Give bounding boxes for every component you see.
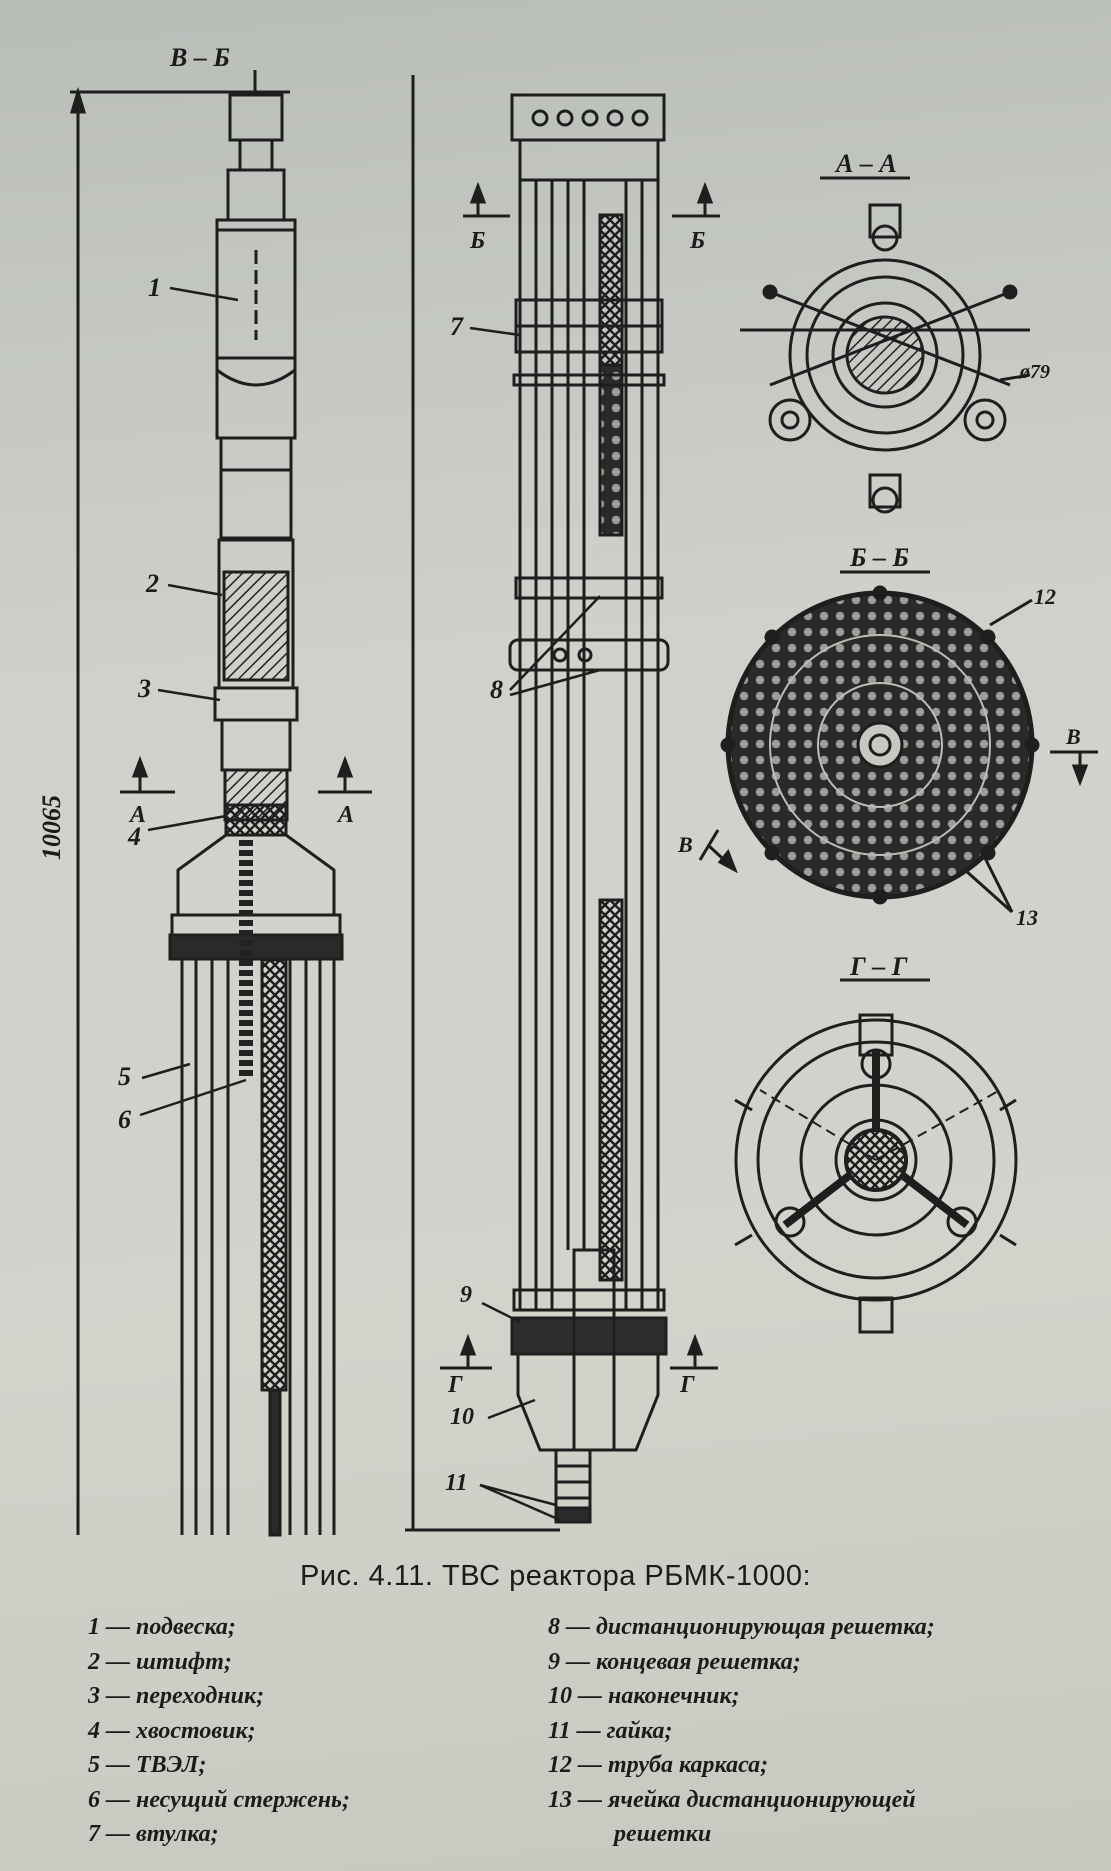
legend-right: 8 — дистанционирующая решетка; 9 — конце…: [548, 1610, 1028, 1852]
callout-8: 8: [490, 675, 503, 704]
callout-3: 3: [137, 674, 151, 703]
callout-6: 6: [118, 1105, 131, 1134]
section-label-b-right: Б: [689, 228, 705, 254]
callout-7: 7: [450, 312, 464, 341]
section-b-b-drawing: [698, 570, 1098, 914]
section-label-a-right: А: [336, 802, 354, 828]
legend-item-13: 13 — ячейка дистанционирующей: [548, 1786, 916, 1813]
legend-item-10: 10 — наконечник;: [548, 1683, 740, 1709]
legend-item-6: 6 — несущий стержень;: [88, 1786, 351, 1813]
callout-13: 13: [1016, 905, 1038, 930]
legend-item-5: 5 — ТВЭЛ;: [88, 1752, 207, 1778]
callout-10: 10: [450, 1404, 474, 1430]
section-title-b-b: Б – Б: [849, 543, 909, 572]
section-label-v-b: В – Б: [169, 43, 230, 72]
legend-item-11: 11 — гайка;: [548, 1717, 673, 1744]
figure-caption: Рис. 4.11. ТВС реактора РБМК-1000:: [299, 1560, 812, 1592]
section-markers-b-g: [440, 181, 720, 1370]
callout-11: 11: [445, 1470, 468, 1496]
upper-section-view: [69, 70, 344, 1537]
legend-item-4: 4 — хвостовик;: [88, 1717, 256, 1744]
callout-2: 2: [145, 569, 159, 598]
legend-item-7: 7 — втулка;: [88, 1821, 219, 1847]
section-label-g-left: Г: [447, 1372, 463, 1398]
section-g-g-drawing: [734, 978, 1018, 1334]
callout-12: 12: [1034, 584, 1056, 609]
section-title-g-g: Г – Г: [849, 952, 908, 981]
callout-4: 4: [127, 822, 141, 851]
section-title-a-a: А – А: [834, 149, 897, 178]
legend-left: 1 — подвеска; 2 — штифт; 3 — переходник;…: [88, 1610, 508, 1852]
callout-1: 1: [148, 273, 161, 302]
legend-item-3: 3 — переходник;: [88, 1683, 265, 1709]
legend-item-13-continued: решетки: [614, 1821, 712, 1847]
callout-5: 5: [118, 1062, 131, 1091]
section-label-v-left: В: [677, 832, 693, 857]
legend-item-8: 8 — дистанционирующая решетка;: [548, 1614, 935, 1640]
overall-length-dimension: 10065: [37, 795, 66, 860]
section-label-g-right: Г: [679, 1372, 695, 1398]
section-a-a-drawing: [740, 176, 1031, 514]
section-markers-a: [120, 755, 372, 794]
lower-section-view: [405, 75, 670, 1532]
legend-item-1: 1 — подвеска;: [88, 1614, 236, 1640]
figure-labels: В – Б 10065 Б Б А А А – А Б – Б Г – Г В …: [37, 43, 1081, 1496]
fuel-assembly-drawing: В – Б 10065 Б Б А А А – А Б – Б Г – Г В …: [37, 43, 1098, 1537]
diameter-label: ø79: [1019, 361, 1050, 383]
callout-leaders-middle: [469, 326, 601, 1522]
legend-item-9: 9 — концевая решетка;: [548, 1648, 801, 1675]
legend-item-2: 2 — штифт;: [88, 1648, 232, 1675]
section-label-a-left: А: [128, 802, 146, 828]
callout-leaders-left: [139, 286, 247, 1117]
section-label-v-right: В: [1065, 724, 1081, 749]
section-label-b-left: Б: [469, 228, 485, 254]
callout-9: 9: [460, 1282, 472, 1308]
legend-item-12: 12 — труба каркаса;: [548, 1752, 769, 1778]
